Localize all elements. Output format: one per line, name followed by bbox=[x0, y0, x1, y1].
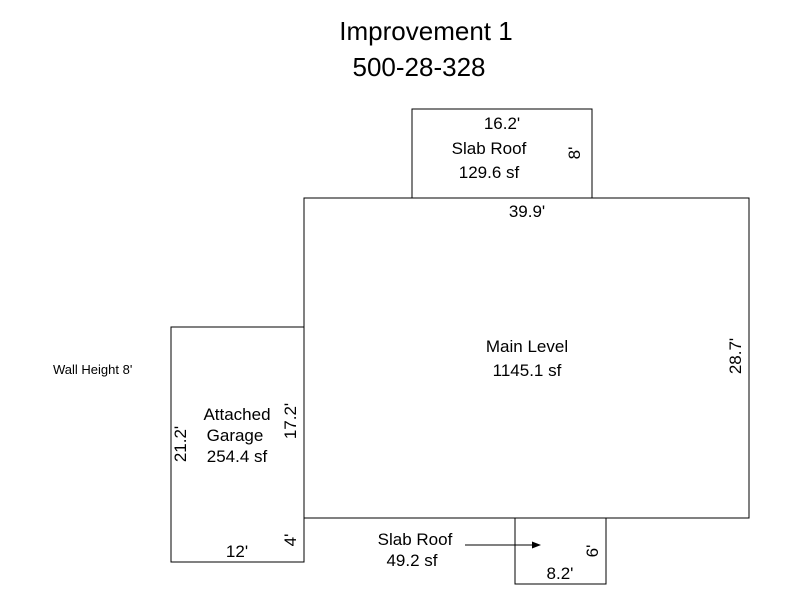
attached-garage-height-dim: 21.2' bbox=[171, 426, 190, 462]
slab-roof-bottom-height-dim: 6' bbox=[583, 545, 602, 558]
slab-roof-top-label: Slab Roof bbox=[452, 139, 527, 158]
attached-garage-label-line2: Garage bbox=[207, 426, 264, 445]
attached-garage-area: 254.4 sf bbox=[207, 447, 268, 466]
arrow-head-icon bbox=[532, 541, 541, 549]
main-level-area: 1145.1 sf bbox=[493, 361, 562, 380]
slab-roof-top-area: 129.6 sf bbox=[459, 163, 520, 182]
parcel-id: 500-28-328 bbox=[353, 52, 486, 82]
main-level-height-dim: 28.7' bbox=[726, 338, 745, 374]
attached-garage-outline bbox=[170, 326, 305, 563]
main-level-width-dim: 39.9' bbox=[509, 202, 545, 221]
sketch-title: Improvement 1 bbox=[339, 16, 512, 46]
main-level-outline bbox=[303, 197, 750, 519]
attached-garage-inner-dim: 17.2' bbox=[281, 403, 300, 439]
slab-roof-bottom-width-dim: 8.2' bbox=[547, 564, 574, 583]
slab-roof-bottom-label: Slab Roof bbox=[378, 530, 453, 549]
main-level-label: Main Level bbox=[486, 337, 568, 356]
slab-roof-top-width-dim: 16.2' bbox=[484, 114, 520, 133]
slab-roof-bottom-outline bbox=[514, 517, 607, 585]
slab-roof-top-height-dim: 8' bbox=[565, 147, 584, 160]
wall-height-note: Wall Height 8' bbox=[53, 362, 132, 377]
attached-garage-small-dim: 4' bbox=[281, 534, 300, 547]
slab-roof-bottom-area: 49.2 sf bbox=[386, 551, 437, 570]
attached-garage-width-dim: 12' bbox=[226, 542, 248, 561]
attached-garage-label-line1: Attached bbox=[203, 405, 270, 424]
